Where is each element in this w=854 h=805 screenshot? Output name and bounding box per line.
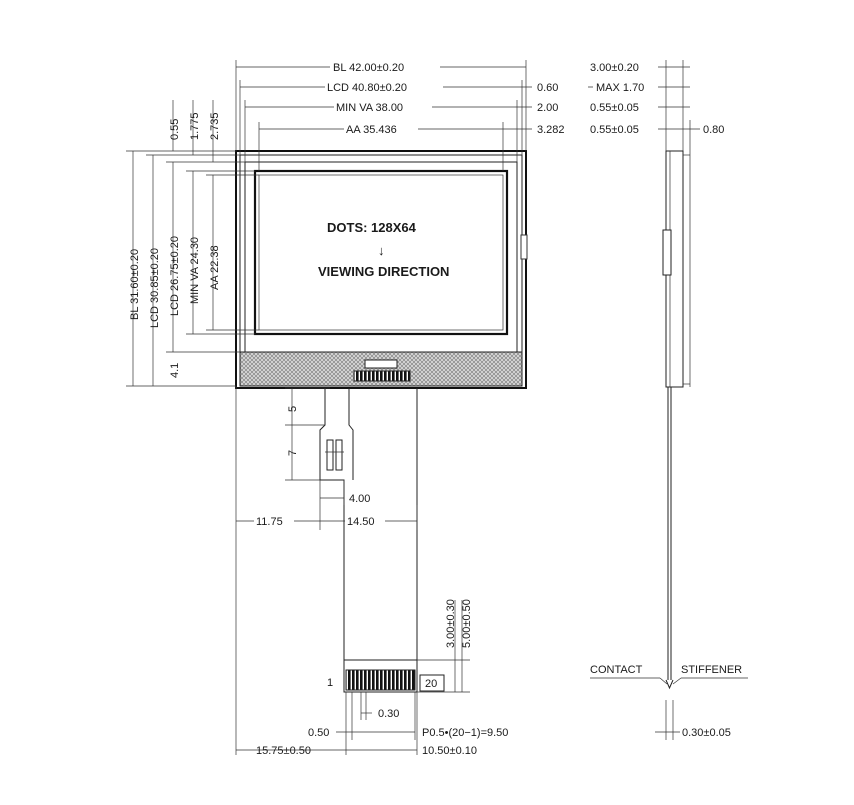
- lcd-window-height-label: LCD 26.75±0.20: [169, 236, 181, 316]
- dim-1050-label: 10.50±0.10: [422, 745, 477, 757]
- dots-text: DOTS: 128X64: [327, 220, 417, 235]
- side-contact-tip: [665, 679, 674, 690]
- side-080-label: 0.80: [703, 124, 724, 136]
- offset-060-label: 0.60: [537, 82, 558, 94]
- backlight-outline: [235, 150, 527, 389]
- aa-height-label: AA 22.38: [209, 245, 221, 290]
- fpc-dim-7-label: 7: [287, 450, 299, 456]
- offset-2735-label: 2.735: [209, 112, 221, 140]
- active-area-outline: [258, 174, 504, 331]
- side-055a-label: 0.55±0.05: [590, 102, 639, 114]
- fpc-inner-edge: [348, 388, 354, 480]
- fpc-tail: 5 7 4.00 11.75 14.50 3.00±0.30 5.00±0.50…: [235, 386, 508, 757]
- bl-width-label: BL 42.00±0.20: [333, 62, 404, 74]
- offset-41-label: 4.1: [169, 363, 181, 378]
- ledge-slot: [364, 359, 398, 369]
- fpc-dim-500-label: 5.00±0.50: [461, 599, 473, 648]
- view-area-outline: [253, 169, 509, 336]
- fpc-dim-1175-label: 11.75: [256, 516, 283, 528]
- viewing-direction-text: VIEWING DIRECTION: [318, 264, 449, 279]
- contact-label: CONTACT: [590, 664, 643, 676]
- fpc-dim-1450-label: 14.50: [347, 516, 375, 528]
- side-tab: [520, 234, 528, 260]
- min-va-width-label: MIN VA 38.00: [336, 102, 403, 114]
- pin-edge-050-label: 0.50: [308, 727, 329, 739]
- lcd-height-label: LCD 30.85±0.20: [149, 248, 161, 328]
- side-view: 3.00±0.20 MAX 1.70 0.55±0.05 0.55±0.05 0…: [588, 60, 748, 740]
- pin-width-030-label: 0.30: [378, 708, 399, 720]
- left-dimensions: BL 31.60±0.20 LCD 30.85±0.20 LCD 26.75±0…: [126, 100, 259, 387]
- offset-055-label: 0.55: [169, 119, 181, 140]
- side-030-label: 0.30±0.05: [682, 727, 731, 739]
- offset-200-label: 2.00: [537, 102, 558, 114]
- pin-1-label: 1: [327, 677, 333, 689]
- top-dimensions: BL 42.00±0.20 LCD 40.80±0.20 MIN VA 38.0…: [235, 60, 565, 171]
- side-thickness-label: 3.00±0.20: [590, 62, 639, 74]
- contact-pins: [345, 669, 416, 691]
- fpc-left-edge: [319, 388, 345, 660]
- stiffener-label: STIFFENER: [681, 664, 742, 676]
- side-max-label: MAX 1.70: [596, 82, 644, 94]
- bl-height-label: BL 31.60±0.20: [129, 249, 141, 320]
- pin-20-label: 20: [425, 678, 437, 690]
- fpc-dim-5-label: 5: [287, 406, 299, 412]
- ledge-pin-row: [353, 370, 411, 382]
- offset-3282-label: 3.282: [537, 124, 565, 136]
- lcd-width-label: LCD 40.80±0.20: [327, 82, 407, 94]
- aa-width-label: AA 35.436: [346, 124, 397, 136]
- pin-pitch-label: P0.5•(20−1)=9.50: [422, 727, 508, 739]
- fpc-dim-300-label: 3.00±0.30: [445, 599, 457, 648]
- fpc-dim-400-label: 4.00: [349, 493, 370, 505]
- side-055b-label: 0.55±0.05: [590, 124, 639, 136]
- offset-1775-label: 1.775: [189, 112, 201, 140]
- down-arrow-icon: ↓: [378, 243, 385, 258]
- lcd-module-front-view: DOTS: 128X64 ↓ VIEWING DIRECTION: [235, 150, 528, 389]
- min-va-height-label: MIN VA 24.30: [189, 237, 201, 304]
- dim-1575-label: 15.75±0.50: [256, 745, 311, 757]
